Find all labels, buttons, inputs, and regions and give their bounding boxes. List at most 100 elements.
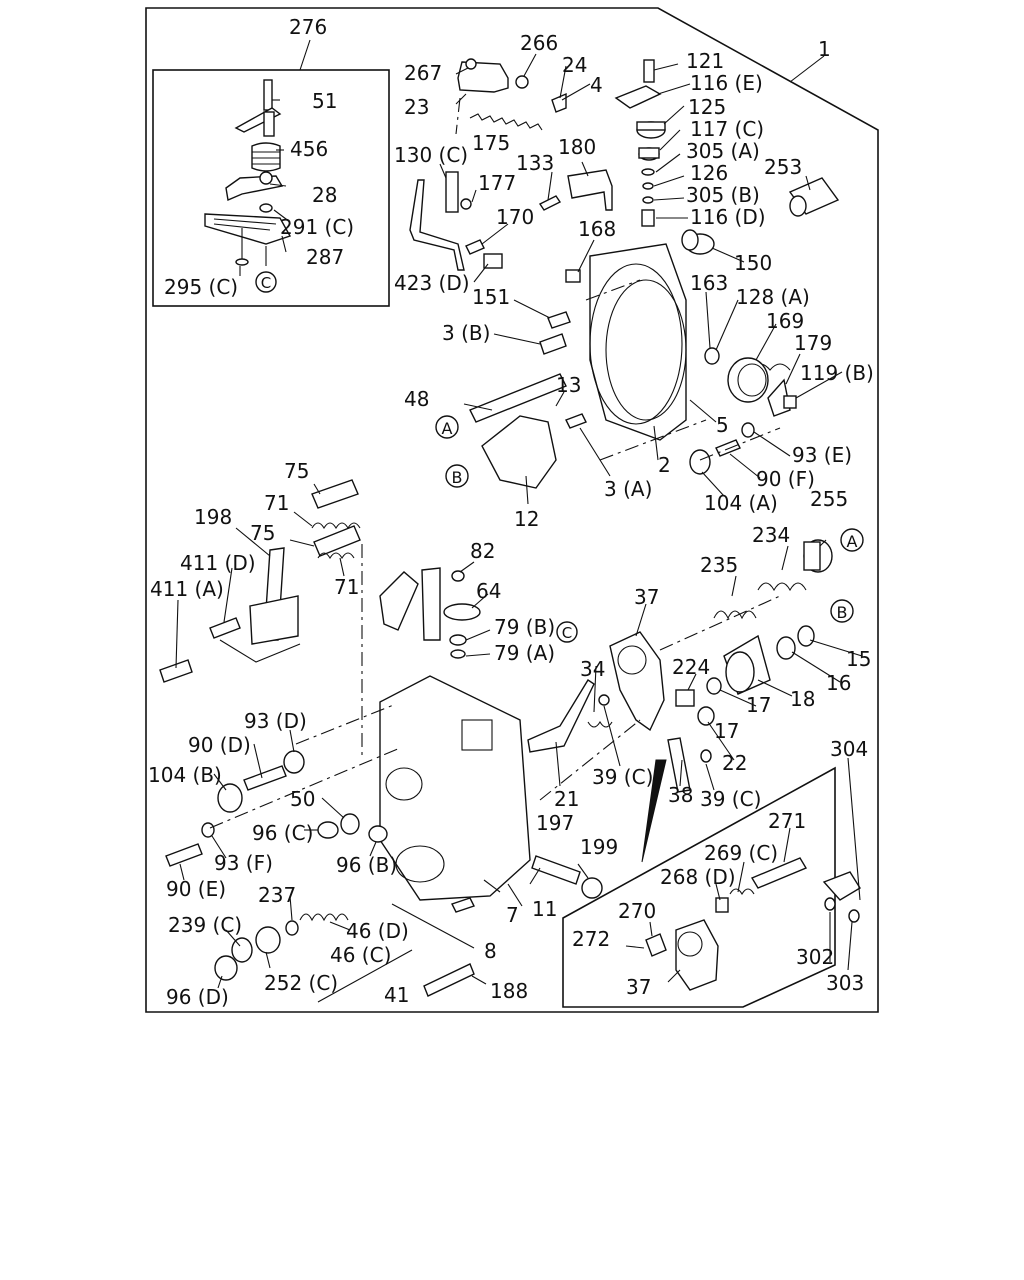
leader-lines	[175, 39, 863, 1003]
label-180: 180	[558, 135, 596, 159]
label-199: 199	[580, 835, 618, 859]
label-38: 38	[668, 783, 693, 807]
label-235: 235	[700, 553, 738, 577]
label-96b: 96 (B)	[336, 853, 397, 877]
label-3a: 3 (A)	[604, 477, 652, 501]
circle-markers: A A B B C C	[255, 271, 864, 643]
label-411a: 411 (A)	[150, 577, 224, 601]
label-272: 272	[572, 927, 610, 951]
marker-c-inset: C	[261, 274, 271, 292]
label-237: 237	[258, 883, 296, 907]
label-2: 2	[658, 453, 671, 477]
label-24: 24	[562, 53, 587, 77]
label-255: 255	[810, 487, 848, 511]
label-12: 12	[514, 507, 539, 531]
label-304: 304	[830, 737, 868, 761]
label-37a: 37	[634, 585, 659, 609]
label-96d: 96 (D)	[166, 985, 229, 1009]
label-423d: 423 (D)	[394, 271, 470, 295]
top-cluster-parts	[409, 58, 840, 489]
part-labels: 276 1 51 456 28 291 (C) 287 295 (C) 267 …	[148, 15, 874, 1009]
middle-right-parts	[527, 539, 861, 991]
label-268d: 268 (D)	[660, 865, 736, 889]
marker-c-main: C	[562, 624, 572, 642]
label-93e: 93 (E)	[792, 443, 852, 467]
label-28: 28	[312, 183, 337, 207]
label-16: 16	[826, 671, 851, 695]
inset-276-parts	[204, 79, 292, 266]
label-90f: 90 (F)	[756, 467, 815, 491]
label-125: 125	[688, 95, 726, 119]
marker-a-left: A	[442, 419, 453, 438]
label-287: 287	[306, 245, 344, 269]
label-175: 175	[472, 131, 510, 155]
label-18: 18	[790, 687, 815, 711]
label-41: 41	[384, 983, 409, 1007]
label-13: 13	[556, 373, 581, 397]
label-4: 4	[590, 73, 603, 97]
label-117c: 117 (C)	[690, 117, 764, 141]
label-234: 234	[752, 523, 790, 547]
label-302: 302	[796, 945, 834, 969]
label-253: 253	[764, 155, 802, 179]
label-3b: 3 (B)	[442, 321, 490, 345]
label-48: 48	[404, 387, 429, 411]
label-188: 188	[490, 979, 528, 1003]
label-11: 11	[532, 897, 557, 921]
label-266: 266	[520, 31, 558, 55]
label-71a: 71	[264, 491, 289, 515]
inset-frame-304	[562, 766, 836, 1008]
label-411d: 411 (D)	[180, 551, 256, 575]
label-271: 271	[768, 809, 806, 833]
label-121: 121	[686, 49, 724, 73]
label-116e: 116 (E)	[690, 71, 763, 95]
label-51: 51	[312, 89, 337, 113]
label-177: 177	[478, 171, 516, 195]
label-252c: 252 (C)	[264, 971, 338, 995]
label-79b: 79 (B)	[494, 615, 555, 639]
label-96c: 96 (C)	[252, 821, 313, 845]
label-119b: 119 (B)	[800, 361, 874, 385]
label-93d: 93 (D)	[244, 709, 307, 733]
label-90d: 90 (D)	[188, 733, 251, 757]
label-276: 276	[289, 15, 327, 39]
label-39ca: 39 (C)	[592, 765, 653, 789]
label-269c: 269 (C)	[704, 841, 778, 865]
label-456: 456	[290, 137, 328, 161]
label-151: 151	[472, 285, 510, 309]
assembly-arrow	[641, 759, 667, 863]
label-128a: 128 (A)	[736, 285, 810, 309]
middle-left-parts	[159, 479, 603, 997]
label-46c: 46 (C)	[330, 943, 391, 967]
label-17a: 17	[746, 693, 771, 717]
label-291c: 291 (C)	[280, 215, 354, 239]
label-1: 1	[818, 37, 831, 61]
label-39cb: 39 (C)	[700, 787, 761, 811]
label-21: 21	[554, 787, 579, 811]
label-34: 34	[580, 657, 605, 681]
label-46d: 46 (D)	[346, 919, 409, 943]
label-270: 270	[618, 899, 656, 923]
marker-b-right: B	[837, 603, 848, 622]
label-64: 64	[476, 579, 501, 603]
label-168: 168	[578, 217, 616, 241]
marker-b-left: B	[452, 468, 463, 487]
label-75a: 75	[284, 459, 309, 483]
label-130c: 130 (C)	[394, 143, 468, 167]
label-179: 179	[794, 331, 832, 355]
label-104a: 104 (A)	[704, 491, 778, 515]
label-305a: 305 (A)	[686, 139, 760, 163]
label-90e: 90 (E)	[166, 877, 226, 901]
outer-frame	[145, 7, 879, 1013]
label-163: 163	[690, 271, 728, 295]
label-198: 198	[194, 505, 232, 529]
label-93f: 93 (F)	[214, 851, 273, 875]
label-305b: 305 (B)	[686, 183, 760, 207]
label-17b: 17	[714, 719, 739, 743]
label-170: 170	[496, 205, 534, 229]
label-50: 50	[290, 787, 315, 811]
label-169: 169	[766, 309, 804, 333]
label-71b: 71	[334, 575, 359, 599]
label-82: 82	[470, 539, 495, 563]
